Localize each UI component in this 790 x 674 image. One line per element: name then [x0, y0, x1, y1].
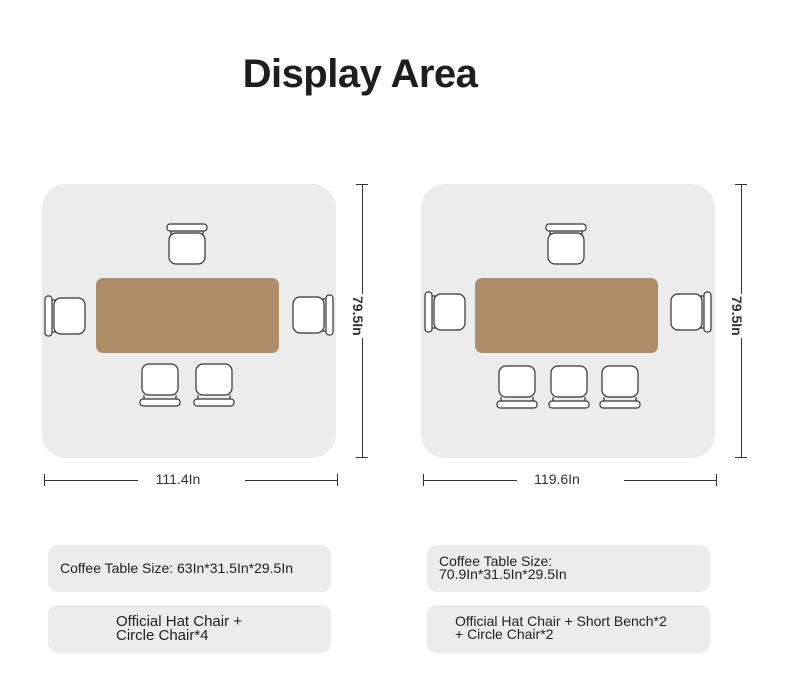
table-size-text-2b: 70.9In*31.5In*29.5In [439, 566, 567, 582]
chair-set-text-1a: Official Hat Chair + [116, 613, 243, 630]
table-size-box-2: Coffee Table Size: 70.9In*31.5In*29.5In [427, 545, 710, 592]
floor-plan-1 [42, 184, 336, 458]
table-size-text-2a: Coffee Table Size: [439, 553, 553, 569]
chair-left-2 [424, 291, 466, 333]
chair-top-2 [545, 223, 587, 265]
chair-bottom-2a [496, 365, 538, 409]
chair-set-text-2b: + Circle Chair*2 [455, 626, 554, 642]
chair-bottom-1b [193, 363, 235, 407]
page-title: Display Area [242, 52, 478, 96]
chair-set-text-1b: Circle Chair*4 [116, 627, 209, 644]
coffee-table-2 [475, 278, 658, 353]
chair-set-box-1: Official Hat Chair + Circle Chair*4 [48, 605, 331, 653]
chair-bottom-2b [548, 365, 590, 409]
chair-right-2 [670, 291, 712, 333]
chair-bottom-1a [139, 363, 181, 407]
height-label-1: 79.5In [350, 294, 366, 338]
floor-plan-2 [421, 184, 715, 458]
width-label-1: 111.4In [155, 471, 201, 487]
chair-left-1 [44, 295, 86, 337]
height-label-2: 79.5In [729, 294, 745, 338]
coffee-table-1 [96, 278, 279, 353]
chairs-layout-1 [44, 223, 334, 407]
chair-top-1 [166, 223, 208, 265]
table-size-text-1: Coffee Table Size: 63In*31.5In*29.5In [60, 560, 293, 576]
chairs-layout-2 [424, 223, 712, 409]
chair-right-1 [292, 294, 334, 336]
height-dimension-1: 79.5In [350, 184, 380, 458]
width-dimension-1: 111.4In [44, 468, 338, 492]
height-dimension-2: 79.5In [729, 184, 759, 458]
width-label-2: 119.6In [534, 471, 580, 487]
chair-set-box-2: Official Hat Chair + Short Bench*2 + Cir… [427, 605, 710, 653]
width-dimension-2: 119.6In [423, 468, 717, 492]
table-size-box-1: Coffee Table Size: 63In*31.5In*29.5In [48, 545, 331, 592]
chair-set-text-2a: Official Hat Chair + Short Bench*2 [455, 613, 667, 629]
chair-bottom-2c [599, 365, 641, 409]
